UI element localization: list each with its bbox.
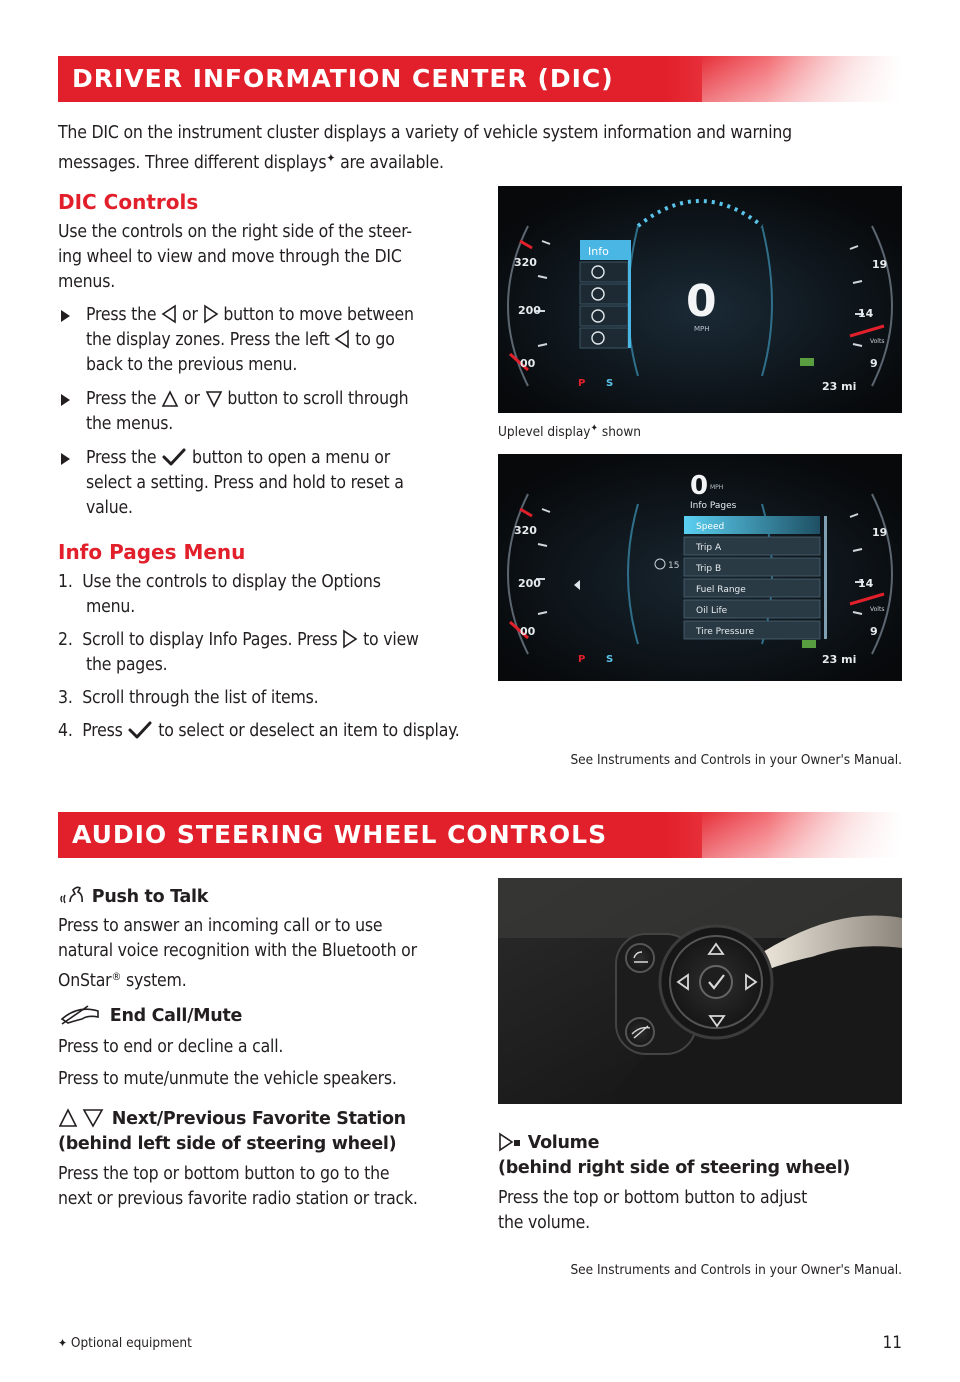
dic-bullet-1: Press the or button to move between the … [86, 304, 414, 375]
cluster2-list-item: Tire Pressure [695, 627, 755, 637]
cluster1-unit: MPH [694, 325, 710, 333]
end-call-heading: End Call/Mute [58, 1004, 242, 1029]
voice-recognition-icon [60, 886, 83, 904]
dic-bullet-2: Press the or button to scroll through th… [86, 389, 409, 434]
svg-text:23 mi: 23 mi [822, 653, 856, 666]
favorite-station-text: Press the top or bottom button to go to … [58, 1164, 418, 1209]
svg-text:P: P [578, 654, 585, 665]
svg-text:19: 19 [872, 526, 887, 539]
cluster1-info-tab: Info [588, 245, 609, 258]
page-number: 11 [882, 1333, 902, 1353]
right-arrow-icon [203, 304, 218, 324]
volume-heading: Volume (behind right side of steering wh… [498, 1132, 851, 1178]
cluster2-list-item: Fuel Range [696, 585, 746, 595]
svg-text:15: 15 [668, 561, 679, 571]
svg-text:9: 9 [870, 625, 878, 638]
svg-text:200: 200 [518, 304, 541, 317]
dic-manual-reference: See Instruments and Controls in your Own… [570, 752, 902, 768]
svg-text:MPH: MPH [710, 484, 723, 491]
dic-controls-text: Use the controls on the right side of th… [58, 222, 412, 292]
svg-text:14: 14 [858, 577, 874, 590]
steering-wheel-photo [498, 878, 902, 1104]
dic-section-title: DRIVER INFORMATION CENTER (DIC) [72, 64, 614, 93]
step-1: 1. Use the controls to display the Optio… [58, 572, 381, 617]
right-arrow-icon [343, 629, 358, 649]
cluster2-list-item: Trip B [695, 564, 721, 574]
svg-text:9: 9 [870, 357, 878, 370]
checkmark-icon [162, 448, 186, 466]
svg-text:00: 00 [520, 357, 536, 370]
svg-text:S: S [606, 654, 613, 665]
svg-text:200: 200 [518, 577, 541, 590]
end-call-text-2: Press to mute/unmute the vehicle speaker… [58, 1069, 397, 1089]
info-pages-cluster-photo: 0 MPH Info Pages Speed Trip A Trip B Fue… [498, 454, 902, 681]
cluster2-list-item: Speed [696, 522, 724, 532]
cluster2-header: Info Pages [690, 501, 737, 511]
dic-section-banner: DRIVER INFORMATION CENTER (DIC) [58, 56, 902, 102]
dic-controls-heading: DIC Controls [58, 190, 199, 214]
bullet-arrow-icon [61, 394, 70, 406]
svg-text:S: S [606, 378, 613, 389]
down-arrow-icon [205, 391, 222, 408]
info-pages-heading: Info Pages Menu [58, 540, 246, 564]
checkmark-icon [128, 721, 152, 739]
footer-optional-note: ✦ Optional equipment [58, 1335, 192, 1351]
svg-text:00: 00 [520, 625, 536, 638]
audio-section-banner: AUDIO STEERING WHEEL CONTROLS [58, 812, 902, 858]
end-call-mute-icon [60, 1005, 99, 1025]
uplevel-cluster-photo: 0 MPH Info 320 200 00 19 14 9 Volts P S … [498, 186, 902, 413]
dic-bullet-3: Press the button to open a menu or selec… [86, 448, 404, 518]
optional-star-icon: ✦ [326, 151, 336, 165]
dic-intro: The DIC on the instrument cluster displa… [58, 123, 792, 173]
optional-star-icon: ✦ [590, 423, 599, 434]
bullet-arrow-icon [61, 453, 70, 465]
left-arrow-icon [334, 329, 350, 349]
svg-text:Volts: Volts [870, 338, 884, 345]
svg-text:23 mi: 23 mi [822, 380, 856, 393]
cluster1-speed: 0 [686, 276, 717, 327]
optional-star-icon: ✦ [58, 1336, 68, 1350]
svg-text:19: 19 [872, 258, 887, 271]
push-to-talk-text: Press to answer an incoming call or to u… [58, 916, 417, 991]
volume-icon [499, 1132, 520, 1152]
svg-text:0: 0 [690, 471, 708, 501]
svg-text:P: P [578, 378, 585, 389]
bullet-arrow-icon [61, 310, 70, 322]
svg-text:320: 320 [514, 524, 537, 537]
push-to-talk-heading: Push to Talk [58, 884, 208, 910]
step-2: 2. Scroll to display Info Pages. Press t… [58, 629, 419, 675]
step-3: 3. Scroll through the list of items. [58, 688, 319, 708]
svg-text:Volts: Volts [870, 606, 884, 613]
photo-caption: Uplevel display✦ shown [498, 423, 641, 440]
svg-text:320: 320 [514, 256, 537, 269]
up-arrow-icon [161, 390, 179, 407]
step-4: 4. Press to select or deselect an item t… [58, 721, 460, 741]
up-down-arrows-icon [58, 1108, 104, 1128]
cluster2-list-item: Oil Life [696, 606, 728, 616]
left-arrow-icon [161, 304, 177, 324]
favorite-station-heading: Next/Previous Favorite Station (behind l… [58, 1108, 406, 1154]
end-call-text-1: Press to end or decline a call. [58, 1037, 284, 1057]
audio-manual-reference: See Instruments and Controls in your Own… [570, 1262, 902, 1278]
audio-section-title: AUDIO STEERING WHEEL CONTROLS [72, 820, 608, 849]
cluster2-list-item: Trip A [695, 543, 722, 553]
svg-text:14: 14 [858, 307, 874, 320]
volume-text: Press the top or bottom button to adjust… [498, 1188, 808, 1233]
